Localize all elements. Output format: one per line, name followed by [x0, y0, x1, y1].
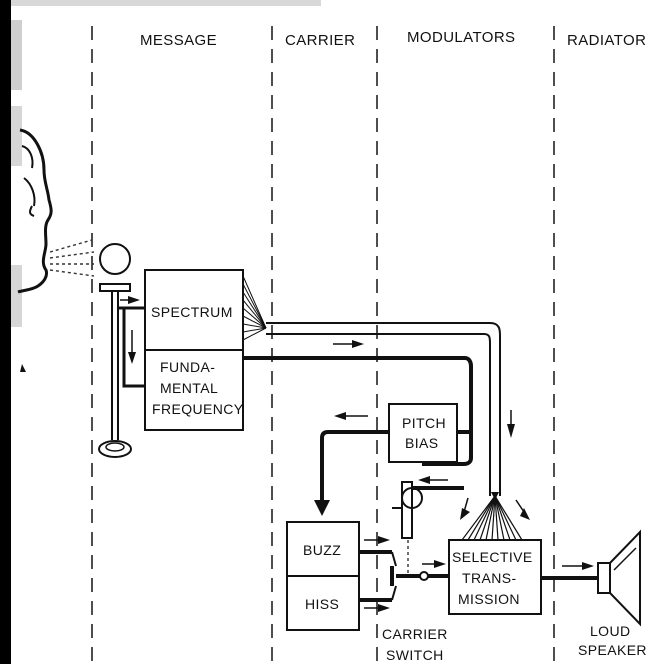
arrow-right-icon-6: [582, 562, 594, 570]
arrow-left-icon-2: [334, 412, 346, 420]
arrow-right-icon: [128, 296, 140, 304]
arrow-diag-right-icon: [520, 508, 530, 520]
arrow-down-icon-2: [507, 424, 515, 438]
loudspeaker-label-line1: LOUD: [590, 623, 631, 639]
fundamental-label-line3: FREQUENCY: [152, 401, 244, 417]
arrow-right-icon-3: [378, 536, 390, 544]
fundamental-label-line1: FUNDA-: [160, 359, 215, 375]
scan-fade-left-3: [11, 265, 22, 327]
scan-mark: [20, 364, 26, 372]
fundamental-label-line2: MENTAL: [160, 380, 218, 396]
buzz-label: BUZZ: [303, 542, 341, 558]
left-scan-edge: [0, 0, 11, 664]
speaker-head-icon: [17, 128, 53, 294]
selective-transmission-block: [448, 539, 542, 615]
scan-fade-top: [11, 0, 321, 6]
spectrum-fan: [242, 275, 267, 341]
scan-fade-left-1: [11, 20, 22, 90]
pitch-bias-label-line1: PITCH: [402, 415, 446, 431]
scan-fade-left-2: [11, 106, 22, 166]
hiss-block: [286, 575, 360, 631]
hiss-label: HISS: [305, 596, 339, 612]
pitch-bias-block: [388, 403, 458, 463]
arrow-down-icon: [128, 352, 136, 364]
microphone-icon: [98, 243, 132, 458]
selective-label-line1: SELECTIVE: [452, 549, 533, 565]
arrow-right-icon-5: [434, 560, 446, 568]
column-header-message: MESSAGE: [140, 32, 217, 49]
relay-icon: [392, 481, 464, 539]
column-header-carrier: CARRIER: [285, 32, 355, 49]
carrier-switch-label-line2: SWITCH: [386, 647, 444, 663]
arrow-down-head: [314, 500, 330, 516]
column-header-radiator: RADIATOR: [567, 32, 646, 49]
arrow-diag-left-icon: [460, 508, 470, 520]
column-header-modulators: MODULATORS: [407, 29, 515, 46]
pitch-bias-label-line2: BIAS: [405, 435, 439, 451]
buzz-block: [286, 521, 360, 577]
selective-label-line3: MISSION: [458, 591, 520, 607]
carrier-switch-icon: [359, 540, 448, 602]
carrier-switch-label-line1: CARRIER: [382, 626, 448, 642]
arrow-right-icon-2: [352, 340, 364, 348]
channel-fan-out: [461, 495, 523, 541]
selective-label-line2: TRANS-: [462, 570, 517, 586]
arrow-right-icon-4: [378, 604, 390, 612]
sound-waves-icon: [49, 239, 95, 277]
spectrum-label: SPECTRUM: [151, 304, 233, 320]
arrow-left-icon: [418, 476, 430, 484]
fundamental-frequency-block: [144, 349, 244, 431]
loudspeaker-icon: [597, 529, 641, 627]
loudspeaker-label-line2: SPEAKER: [578, 642, 647, 658]
